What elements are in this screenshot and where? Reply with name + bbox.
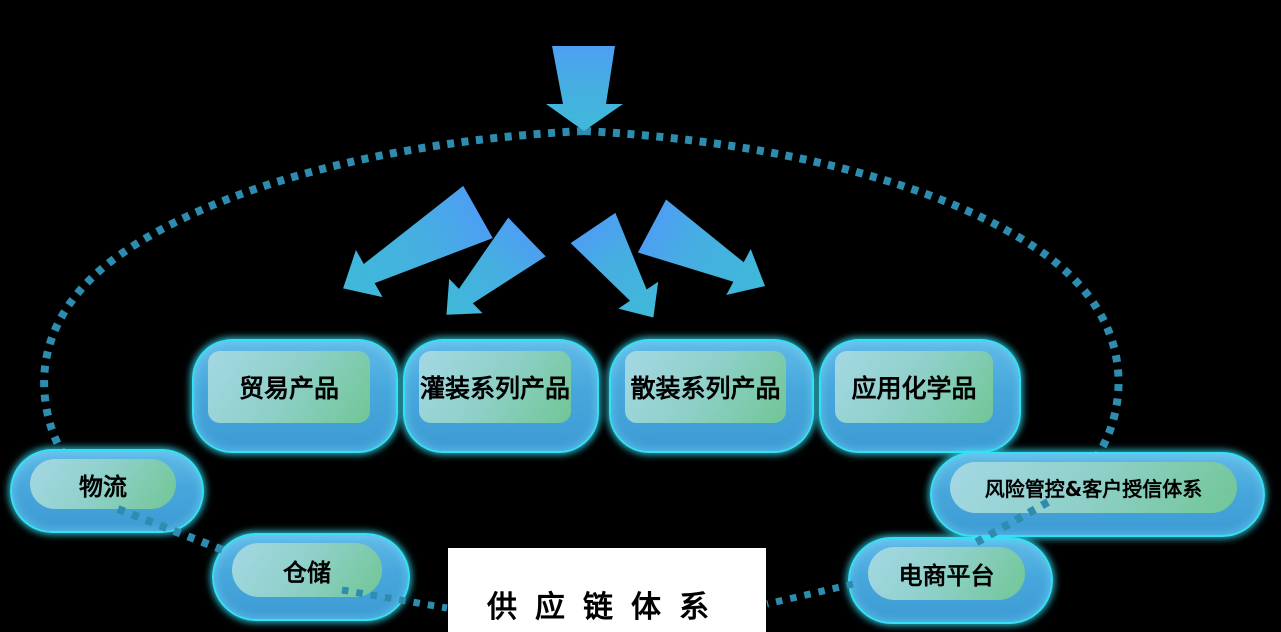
product-box-bulk-label: 散装系列产品 — [630, 374, 781, 403]
chain-node-logistics: 物流 — [10, 449, 204, 533]
product-box-chemicals-label: 应用化学品 — [851, 374, 977, 403]
footer-title-box: 供应链体系 — [448, 548, 766, 632]
product-box-filling-label: 灌装系列产品 — [419, 374, 570, 403]
product-box-trade: 贸易产品 — [192, 339, 398, 453]
radial-arrow-left-inner-icon — [446, 217, 546, 315]
chain-node-logistics-label: 物流 — [79, 472, 127, 501]
dotted-segment-ecommerce-footer — [766, 580, 854, 608]
product-box-bulk: 散装系列产品 — [609, 339, 814, 453]
chain-node-risk-label: 风险管控&客户授信体系 — [984, 477, 1203, 501]
chain-node-ecommerce-label: 电商平台 — [898, 562, 995, 590]
product-box-trade-label: 贸易产品 — [238, 374, 339, 403]
radial-arrow-right-outer-icon — [637, 199, 766, 295]
chain-node-warehouse: 仓储 — [212, 533, 410, 621]
chain-node-risk: 风险管控&客户授信体系 — [930, 452, 1265, 537]
product-box-filling: 灌装系列产品 — [403, 339, 599, 453]
down-arrow-icon — [546, 46, 623, 131]
diagram-title: 供应链体系 — [487, 590, 727, 625]
radial-arrow-right-inner-icon — [570, 212, 659, 318]
radial-arrow-left-outer-icon — [343, 185, 493, 298]
chain-node-warehouse-label: 仓储 — [283, 558, 331, 587]
product-box-chemicals: 应用化学品 — [819, 339, 1021, 453]
chain-node-ecommerce: 电商平台 — [848, 537, 1053, 624]
